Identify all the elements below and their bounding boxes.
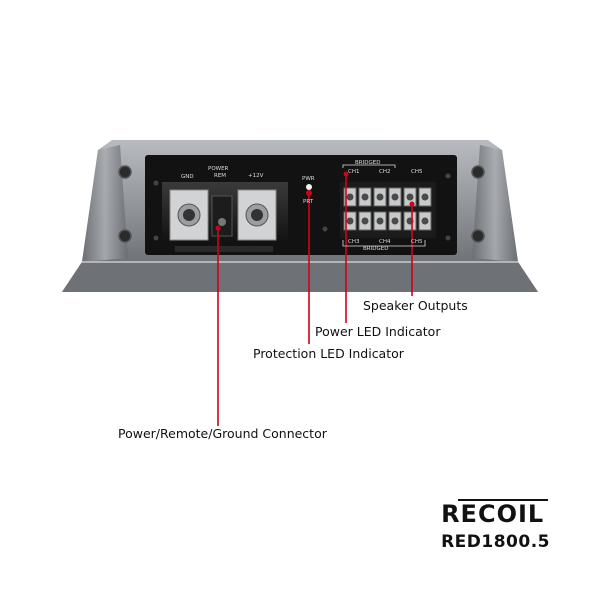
screw-icon: [118, 165, 132, 179]
terminal-screw-icon: [376, 193, 384, 201]
brand-logo: RECOIL: [441, 500, 545, 528]
protection-led-callout: Protection LED Indicator: [253, 346, 404, 361]
terminal-screw-icon: [346, 193, 354, 201]
terminal-screw-icon: [346, 217, 354, 225]
plus12v-label: +12V: [248, 173, 264, 179]
bridged-bottom-label: BRIDGED: [363, 246, 388, 252]
power-label: POWER: [208, 166, 229, 172]
terminal-screw-icon: [421, 217, 429, 225]
ch-top-label: CH1: [348, 169, 359, 175]
ch-top-label: CH2: [379, 169, 390, 175]
power-led: [306, 184, 312, 190]
power-connector-callout: Power/Remote/Ground Connector: [118, 426, 327, 441]
brand-rule: [458, 499, 548, 501]
speaker-outputs-callout: Speaker Outputs: [363, 298, 468, 313]
brand-block: RECOIL RED1800.5: [441, 502, 550, 552]
leader-dots: [215, 171, 415, 231]
screw-icon: [471, 229, 485, 243]
terminal-screw-icon: [391, 193, 399, 201]
terminal-screw-icon: [391, 217, 399, 225]
terminal-screw-icon: [361, 217, 369, 225]
power-terminal-block: [162, 182, 288, 252]
ch-bottom-label: CH3: [348, 239, 360, 245]
terminal-screw-icon: [376, 217, 384, 225]
screw-icon: [118, 229, 132, 243]
bridged-top-label: BRIDGED: [355, 160, 380, 166]
screw-icon: [471, 165, 485, 179]
terminal-screw-icon: [361, 193, 369, 201]
rem-label: REM: [214, 173, 226, 179]
gnd-label: GND: [181, 174, 194, 180]
speaker-terminal-block: [340, 182, 436, 238]
model-number: RED1800.5: [441, 532, 550, 552]
pwr-label: PWR: [302, 176, 315, 182]
power-led-callout: Power LED Indicator: [315, 324, 441, 339]
leader-lines: [217, 174, 413, 426]
ch-bottom-label: CH5: [411, 239, 423, 245]
ch-bottom-label: CH4: [379, 239, 391, 245]
bridged-brackets: [342, 164, 426, 247]
terminal-screw-icon: [406, 193, 414, 201]
panel-labels: GND POWER REM +12V PWR PRT BRIDGED BRIDG…: [181, 160, 423, 252]
ch-top-label: CH5: [411, 169, 423, 175]
prt-label: PRT: [303, 199, 314, 205]
terminal-screw-icon: [421, 193, 429, 201]
